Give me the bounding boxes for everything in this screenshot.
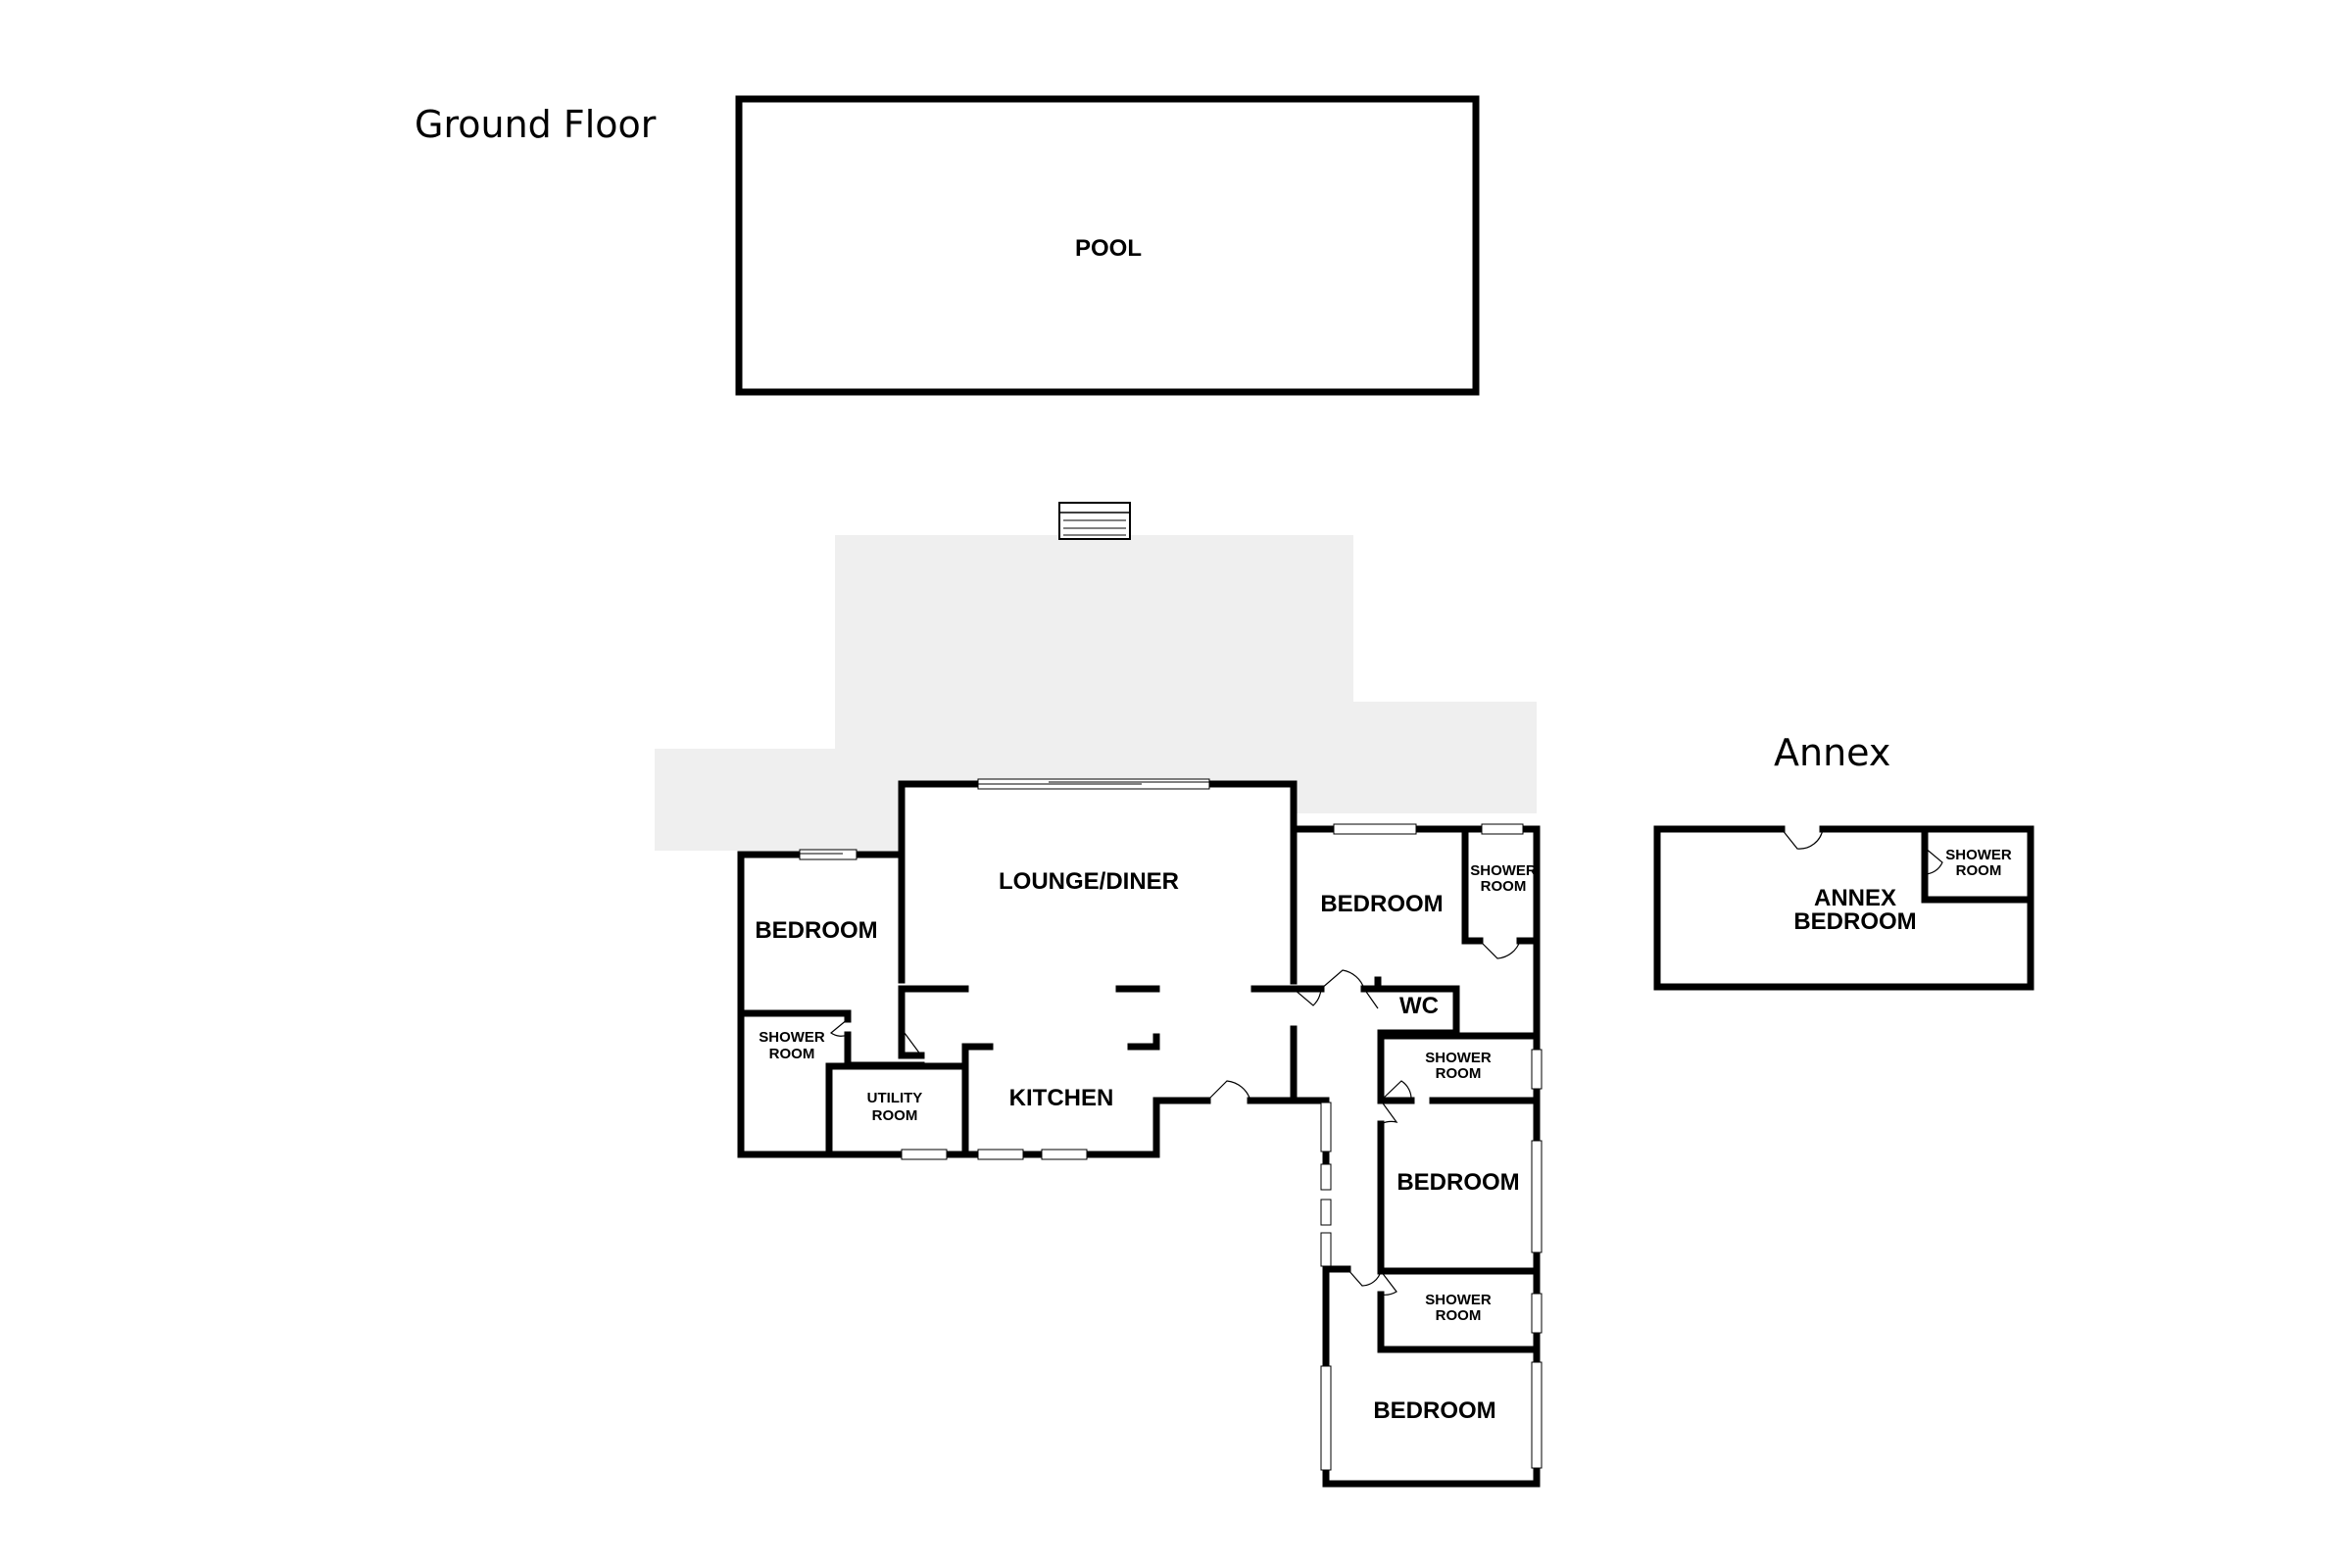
door-swings — [830, 940, 1521, 1296]
bedroom-east-1-label: BEDROOM — [1320, 891, 1443, 917]
bedroom-east-2-label: BEDROOM — [1396, 1169, 1519, 1196]
annex-bedroom-label-1: ANNEX — [1814, 885, 1896, 911]
room-labels: LOUNGE/DINER BEDROOM SHOWER ROOM UTILITY… — [755, 847, 2012, 1424]
shower-room-east-3-label-2: ROOM — [1436, 1307, 1482, 1324]
shower-room-east-3-label-1: SHOWER — [1425, 1292, 1492, 1308]
bedroom-east-3-label: BEDROOM — [1373, 1397, 1495, 1424]
windows — [799, 778, 1543, 1471]
utility-room-label-2: ROOM — [872, 1107, 918, 1124]
annex — [1653, 825, 2034, 991]
kitchen-label: KITCHEN — [1009, 1085, 1114, 1111]
pool: POOL — [735, 95, 1480, 396]
shower-room-west-label-1: SHOWER — [759, 1029, 825, 1046]
shower-room-east-2-label-2: ROOM — [1436, 1065, 1482, 1082]
utility-room-label-1: UTILITY — [867, 1090, 923, 1106]
terrace — [655, 502, 1537, 851]
shower-room-east-1-label-2: ROOM — [1481, 878, 1527, 895]
lounge-diner-label: LOUNGE/DINER — [999, 868, 1179, 895]
annex-bedroom-label-2: BEDROOM — [1793, 908, 1916, 935]
bedroom-west-label: BEDROOM — [755, 917, 877, 944]
annex-shower-room-label-2: ROOM — [1956, 862, 2002, 879]
shower-room-east-1-label-1: SHOWER — [1470, 862, 1537, 879]
shower-room-west-label-2: ROOM — [769, 1046, 815, 1062]
pool-label: POOL — [1075, 235, 1142, 262]
annex-heading: Annex — [1774, 731, 1890, 774]
house-walls — [737, 780, 1541, 1488]
annex-shower-room-label-1: SHOWER — [1945, 847, 2012, 863]
ground-floor-heading: Ground Floor — [415, 103, 657, 146]
shower-room-east-2-label-1: SHOWER — [1425, 1050, 1492, 1066]
wc-label: WC — [1399, 993, 1439, 1019]
terrace-steps — [1058, 502, 1131, 540]
